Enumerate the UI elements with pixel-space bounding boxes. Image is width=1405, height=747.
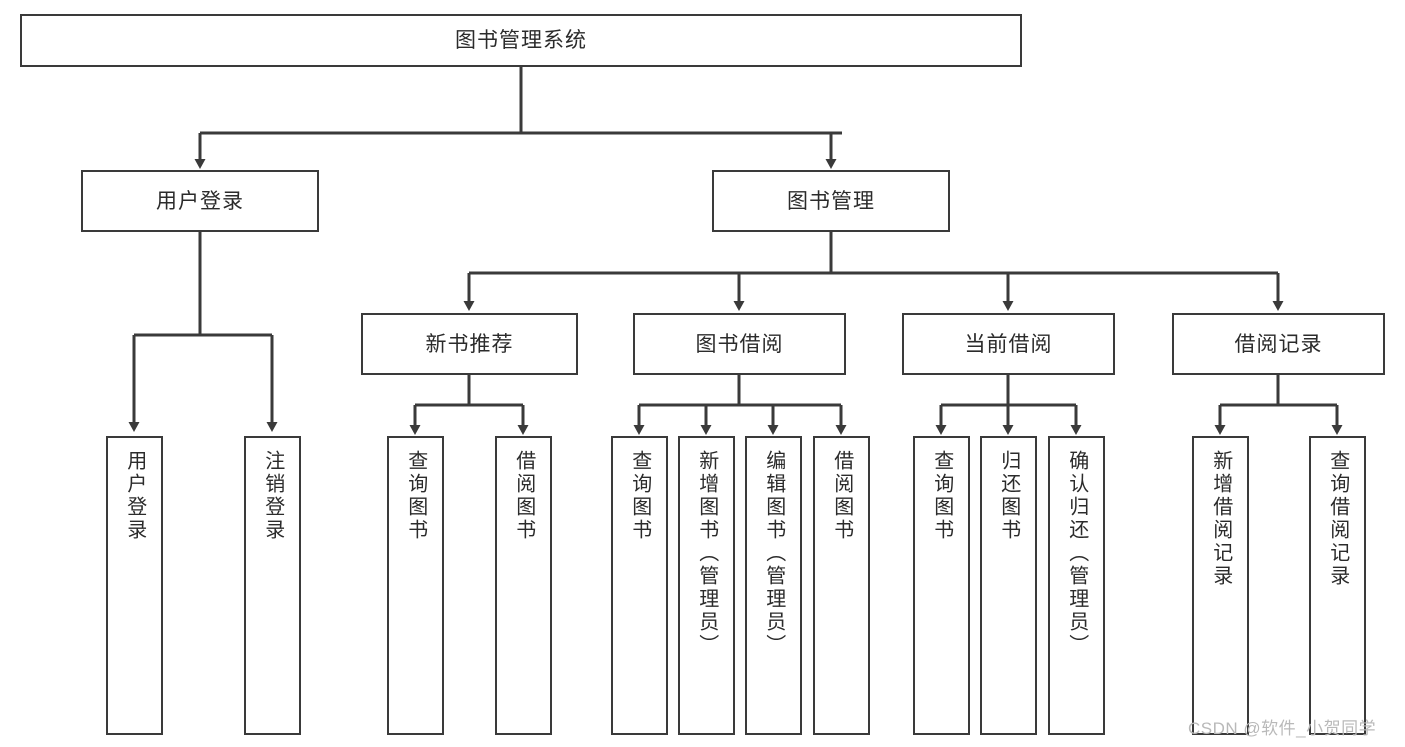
leaf-edit-book-admin[interactable]: 编辑图书（管理员） bbox=[745, 436, 802, 735]
leaf-logout-login[interactable]: 注销登录 bbox=[244, 436, 301, 735]
node-book-borrow-label: 图书借阅 bbox=[695, 332, 784, 356]
node-root-label: 图书管理系统 bbox=[455, 29, 587, 52]
leaf-label: 用户登录 bbox=[123, 450, 146, 542]
leaf-label: 查询图书 bbox=[404, 450, 427, 542]
leaf-label: 查询借阅记录 bbox=[1326, 450, 1349, 588]
leaf-query-book-current[interactable]: 查询图书 bbox=[913, 436, 970, 735]
leaf-label: 新增图书（管理员） bbox=[695, 450, 718, 657]
node-current-borrow[interactable]: 当前借阅 bbox=[902, 313, 1115, 375]
node-user-login[interactable]: 用户登录 bbox=[81, 170, 319, 232]
leaf-borrow-book[interactable]: 借阅图书 bbox=[813, 436, 870, 735]
leaf-query-borrow-record[interactable]: 查询借阅记录 bbox=[1309, 436, 1366, 735]
leaf-return-book[interactable]: 归还图书 bbox=[980, 436, 1037, 735]
leaf-label: 查询图书 bbox=[628, 450, 651, 542]
leaf-label: 借阅图书 bbox=[830, 450, 853, 542]
leaf-label: 编辑图书（管理员） bbox=[762, 450, 785, 657]
leaf-user-login[interactable]: 用户登录 bbox=[106, 436, 163, 735]
leaf-label: 新增借阅记录 bbox=[1209, 450, 1232, 588]
node-current-borrow-label: 当前借阅 bbox=[964, 332, 1053, 356]
node-book-management[interactable]: 图书管理 bbox=[712, 170, 950, 232]
leaf-borrow-book-recommend[interactable]: 借阅图书 bbox=[495, 436, 552, 735]
leaf-query-book-recommend[interactable]: 查询图书 bbox=[387, 436, 444, 735]
leaf-add-book-admin[interactable]: 新增图书（管理员） bbox=[678, 436, 735, 735]
leaf-label: 查询图书 bbox=[930, 450, 953, 542]
leaf-add-borrow-record[interactable]: 新增借阅记录 bbox=[1192, 436, 1249, 735]
leaf-query-book-borrow[interactable]: 查询图书 bbox=[611, 436, 668, 735]
node-new-book-recommend-label: 新书推荐 bbox=[425, 332, 514, 356]
node-user-login-label: 用户登录 bbox=[156, 189, 244, 213]
node-borrow-record-label: 借阅记录 bbox=[1234, 332, 1323, 356]
leaf-confirm-return-admin[interactable]: 确认归还（管理员） bbox=[1048, 436, 1105, 735]
node-book-management-label: 图书管理 bbox=[787, 189, 875, 213]
leaf-label: 确认归还（管理员） bbox=[1065, 450, 1088, 657]
node-borrow-record[interactable]: 借阅记录 bbox=[1172, 313, 1385, 375]
node-root[interactable]: 图书管理系统 bbox=[20, 14, 1022, 67]
node-new-book-recommend[interactable]: 新书推荐 bbox=[361, 313, 578, 375]
leaf-label: 注销登录 bbox=[261, 450, 284, 542]
leaf-label: 归还图书 bbox=[997, 450, 1020, 542]
node-book-borrow[interactable]: 图书借阅 bbox=[633, 313, 846, 375]
leaf-label: 借阅图书 bbox=[512, 450, 535, 542]
csdn-watermark: CSDN @软件_小贺同学 bbox=[1188, 719, 1377, 738]
